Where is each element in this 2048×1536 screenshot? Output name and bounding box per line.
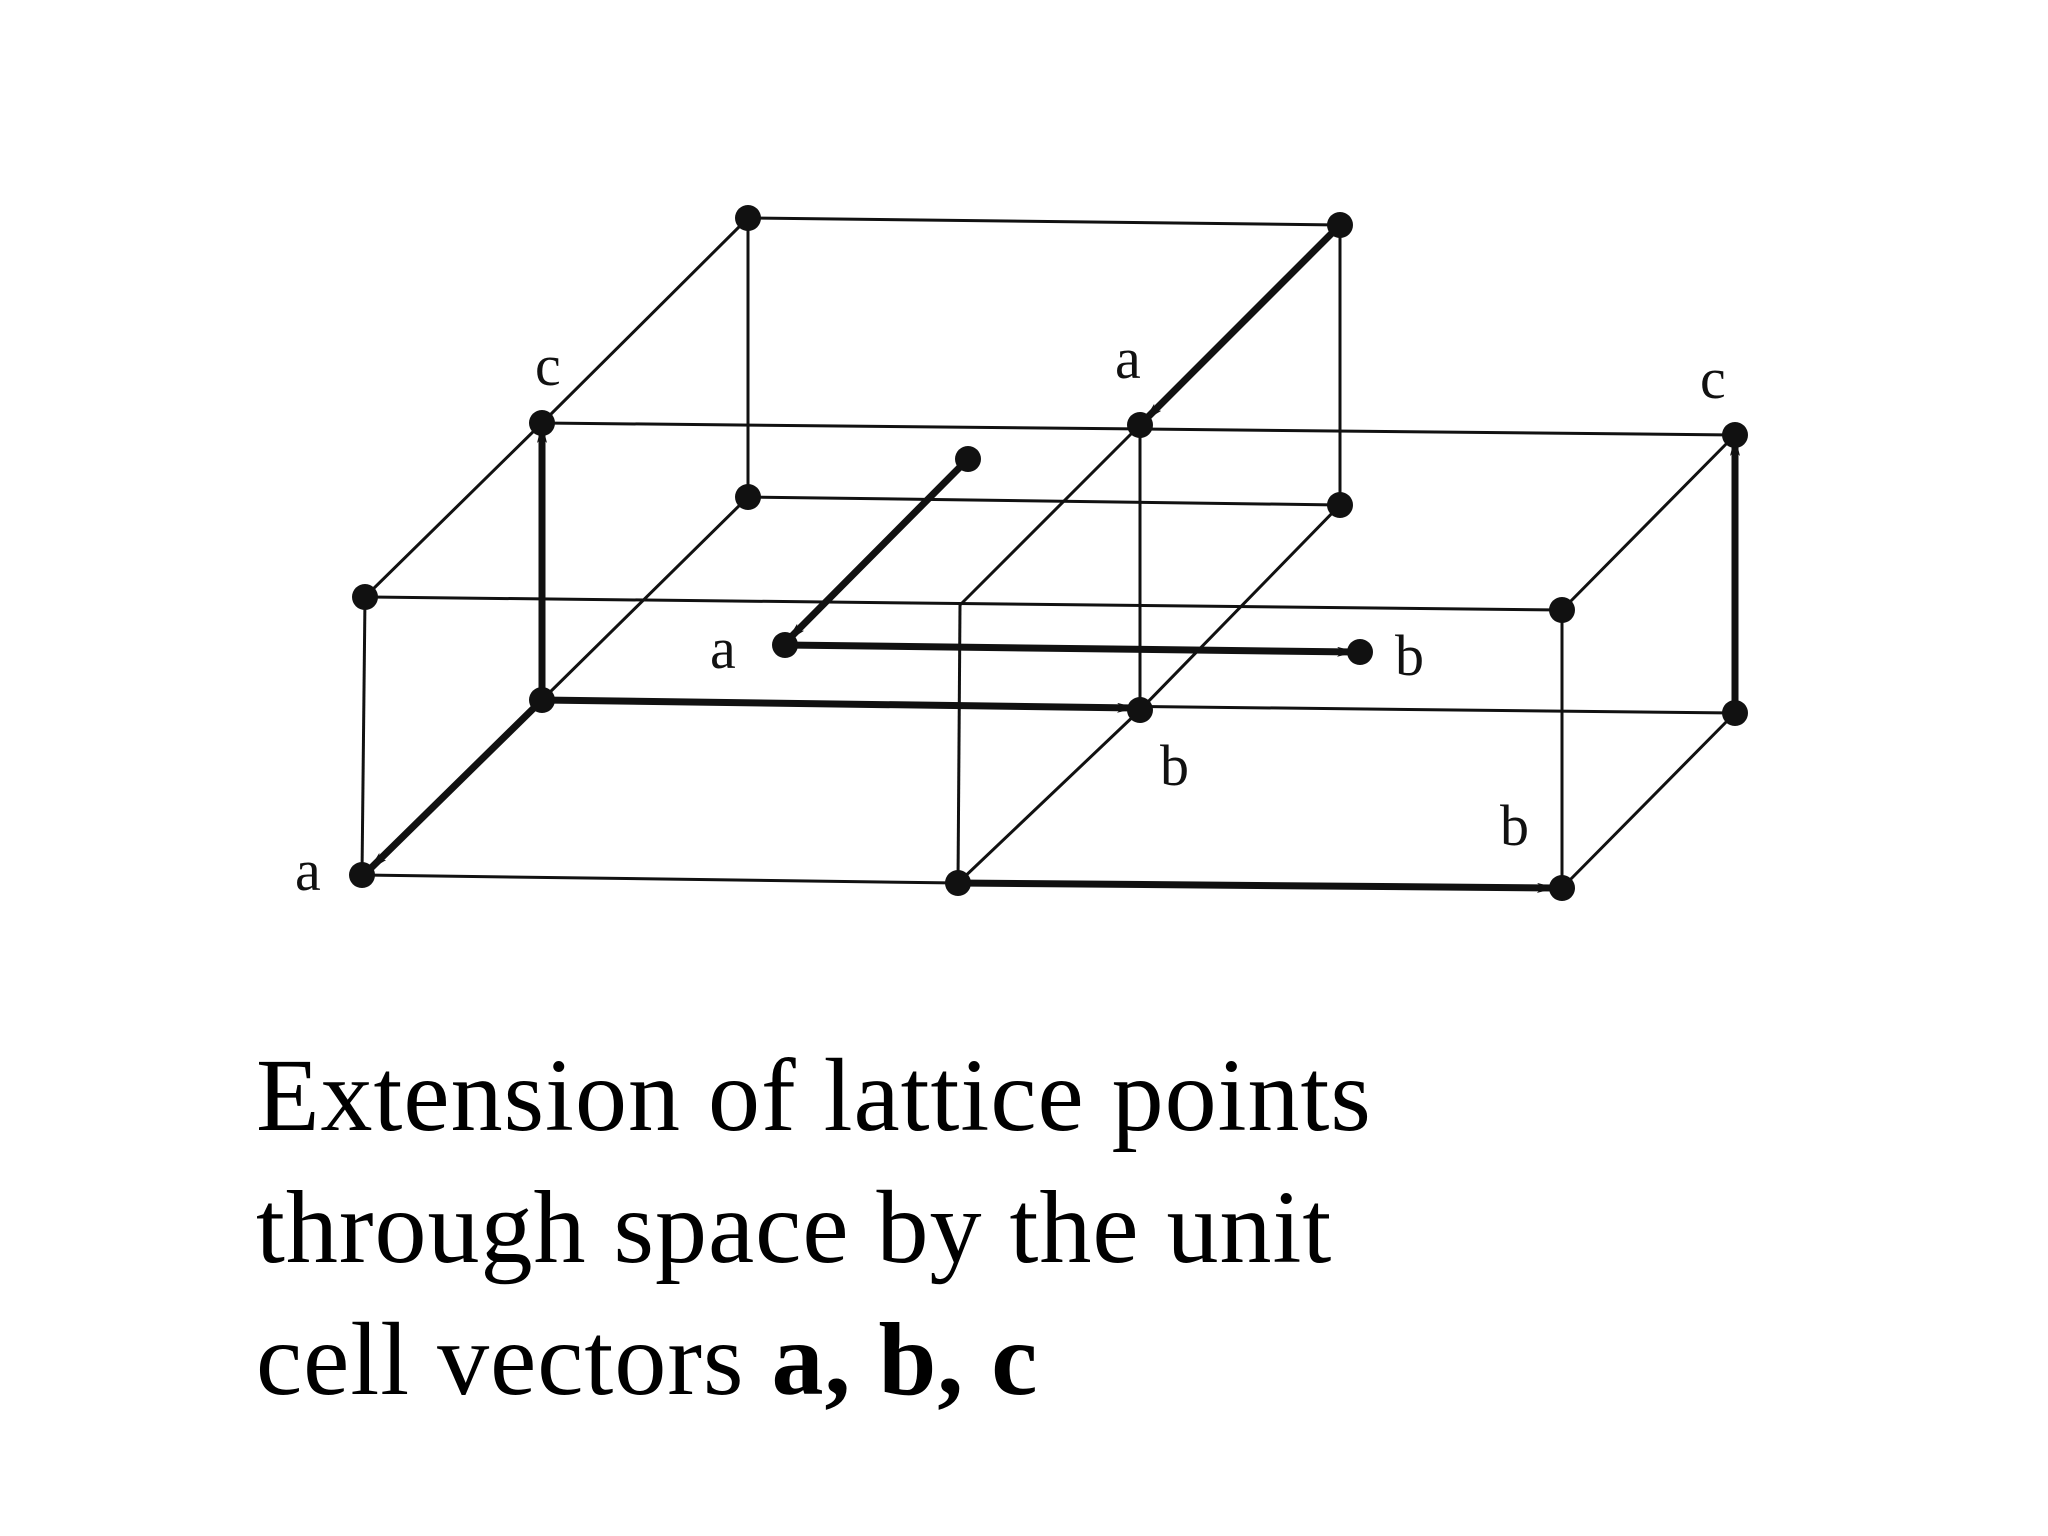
caption-line-3-prefix: cell vectors — [256, 1302, 772, 1417]
vector-a-top — [1142, 222, 1343, 423]
label-b-right: b — [1500, 793, 1529, 858]
caption-line-2: through space by the unit — [256, 1170, 1333, 1285]
lattice-point — [529, 410, 555, 436]
label-b-lower: b — [1160, 733, 1189, 798]
vector-b-inner — [784, 641, 1357, 657]
vector-labels: c a c a b b b a — [295, 326, 1726, 903]
vector-b-lower — [541, 696, 1137, 713]
caption-line-3: cell vectors a, b, c — [256, 1294, 1956, 1426]
lattice-point — [1127, 697, 1153, 723]
lattice-points — [349, 205, 1748, 901]
caption-line-1: Extension of lattice points — [256, 1038, 1372, 1153]
lattice-point — [735, 205, 761, 231]
lattice-point — [955, 446, 981, 472]
lattice-diagram: c a c a b b b a — [295, 205, 1748, 903]
unit-cell-vectors — [367, 222, 1740, 893]
lattice-point — [529, 687, 555, 713]
lattice-point — [349, 862, 375, 888]
lattice-point — [1722, 700, 1748, 726]
lattice-point — [1127, 412, 1153, 438]
label-c-right: c — [1700, 346, 1726, 411]
lattice-point — [352, 584, 378, 610]
lattice-point — [1549, 597, 1575, 623]
caption-vectors: a, b, c — [771, 1302, 1039, 1417]
label-a-bottom: a — [295, 838, 321, 903]
vector-a-inner — [785, 456, 971, 643]
caption: Extension of lattice points through spac… — [256, 1030, 1956, 1426]
vector-a-lower — [367, 697, 545, 872]
lattice-point — [1549, 875, 1575, 901]
label-a-top: a — [1115, 326, 1141, 391]
lattice-point — [1722, 422, 1748, 448]
label-a-inner: a — [710, 616, 736, 681]
lattice-point — [1327, 492, 1353, 518]
label-c-left: c — [535, 333, 561, 398]
vector-b-bottom — [957, 879, 1557, 893]
lattice-point — [945, 870, 971, 896]
lattice-point — [1327, 212, 1353, 238]
lattice-edges — [360, 216, 1737, 890]
lattice-point — [735, 484, 761, 510]
label-b-inner: b — [1395, 623, 1424, 688]
lattice-point — [772, 632, 798, 658]
lattice-point — [1347, 639, 1373, 665]
